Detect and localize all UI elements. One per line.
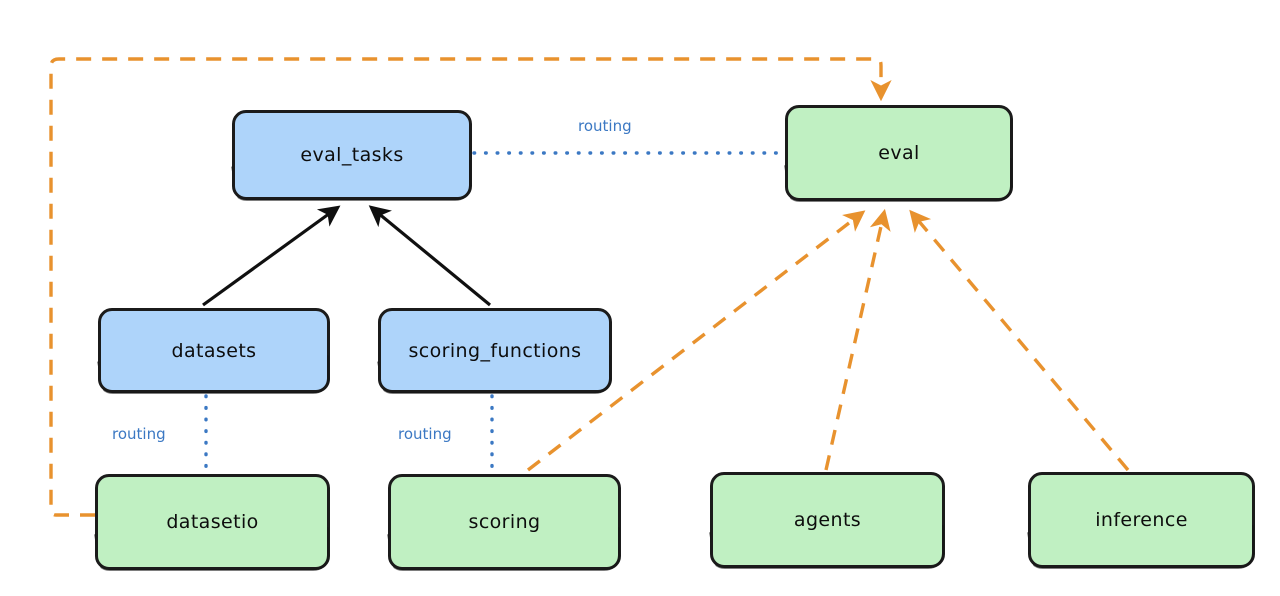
- node-eval[interactable]: eval: [785, 105, 1013, 201]
- edge-label-routing-scoring_functions-scoring: routing: [398, 425, 452, 443]
- edge-inference-eval: [909, 209, 1130, 472]
- node-agents[interactable]: agents: [710, 472, 945, 568]
- node-scoring[interactable]: scoring: [388, 474, 621, 570]
- node-eval_tasks[interactable]: eval_tasks: [232, 110, 472, 200]
- edge-label-routing-eval_tasks-eval: routing: [578, 117, 632, 135]
- node-label-eval_tasks: eval_tasks: [300, 144, 404, 166]
- edge-datasets-eval_tasks: [202, 205, 341, 307]
- node-label-inference: inference: [1095, 509, 1188, 531]
- node-datasets[interactable]: datasets: [98, 308, 330, 393]
- node-datasetio[interactable]: datasetio: [95, 474, 330, 570]
- edge-datasetio-eval: [49, 57, 892, 517]
- node-label-eval: eval: [878, 142, 920, 164]
- node-label-datasets: datasets: [171, 339, 257, 362]
- node-label-agents: agents: [793, 509, 862, 531]
- node-label-scoring: scoring: [468, 511, 541, 533]
- node-scoring_functions[interactable]: scoring_functions: [378, 308, 612, 393]
- edge-label-routing-datasets-datasetio: routing: [112, 425, 166, 443]
- edge-scoring_functions-eval_tasks: [368, 205, 492, 307]
- node-inference[interactable]: inference: [1028, 472, 1255, 568]
- edge-agents-eval: [824, 208, 891, 471]
- node-label-datasetio: datasetio: [166, 511, 259, 533]
- edge-scoring-eval: [526, 210, 866, 472]
- node-label-scoring_functions: scoring_functions: [408, 339, 582, 362]
